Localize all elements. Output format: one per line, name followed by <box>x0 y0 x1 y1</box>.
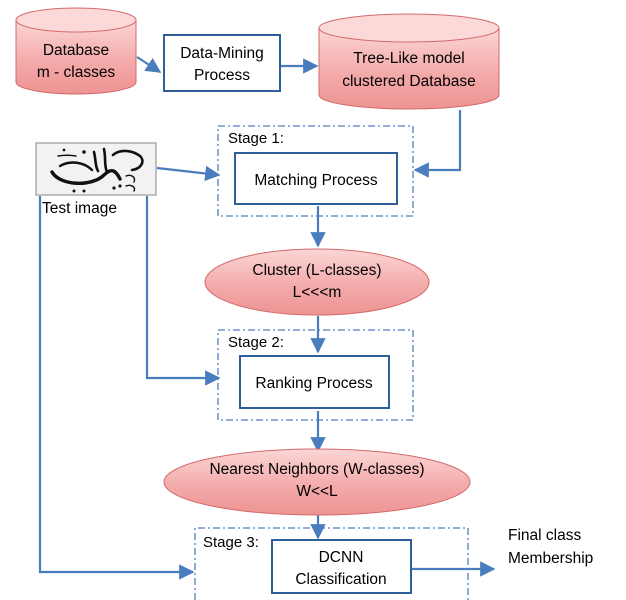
stage1-label: Stage 1: <box>228 130 284 147</box>
nearest-label-line2: W<<L <box>296 483 338 500</box>
arrow-testimage-to-matching <box>156 165 221 182</box>
data-mining-process-box: Data-Mining Process <box>163 34 281 92</box>
dcnn-classification-box: DCNN Classification <box>271 539 412 594</box>
connectors <box>38 56 496 580</box>
final-class-label-line1: Final class <box>508 527 581 544</box>
nearest-label-line1: Nearest Neighbors (W-classes) <box>209 461 424 478</box>
ranking-label: Ranking Process <box>255 375 372 392</box>
test-image-label: Test image <box>42 200 117 217</box>
arrow-testimage-to-stage3 <box>38 196 195 580</box>
tree-db-label-line2: clustered Database <box>342 73 476 90</box>
cluster-ellipse: Cluster (L-classes) L<<<m <box>204 248 430 316</box>
cluster-label-line1: Cluster (L-classes) <box>252 262 381 279</box>
dcnn-label-line1: DCNN <box>319 549 364 566</box>
tree-like-database-cylinder: Tree-Like model clustered Database <box>318 13 500 110</box>
data-mining-label-line1: Data-Mining <box>180 45 264 62</box>
arabic-handwriting-image <box>35 142 157 196</box>
arrow-treedb-to-matching <box>413 110 462 178</box>
matching-process-box: Matching Process <box>234 152 398 205</box>
arrow-testimage-to-ranking <box>145 196 221 386</box>
database-label-line1: Database <box>43 42 109 59</box>
dcnn-label-line2: Classification <box>295 571 386 588</box>
arrow-database-to-datamining <box>136 56 162 73</box>
database-cylinder: Database m - classes <box>15 7 137 95</box>
cluster-label-line2: L<<<m <box>293 284 342 301</box>
matching-label: Matching Process <box>254 172 377 189</box>
database-label-line2: m - classes <box>37 64 116 81</box>
stage3-label: Stage 3: <box>203 534 259 551</box>
final-class-label-line2: Membership <box>508 550 593 567</box>
nearest-neighbors-ellipse: Nearest Neighbors (W-classes) W<<L <box>163 448 471 516</box>
stage2-label: Stage 2: <box>228 334 284 351</box>
tree-db-label-line1: Tree-Like model <box>353 50 464 67</box>
ranking-process-box: Ranking Process <box>239 355 390 409</box>
data-mining-label-line2: Process <box>194 67 250 84</box>
stage3-frame <box>194 527 469 600</box>
